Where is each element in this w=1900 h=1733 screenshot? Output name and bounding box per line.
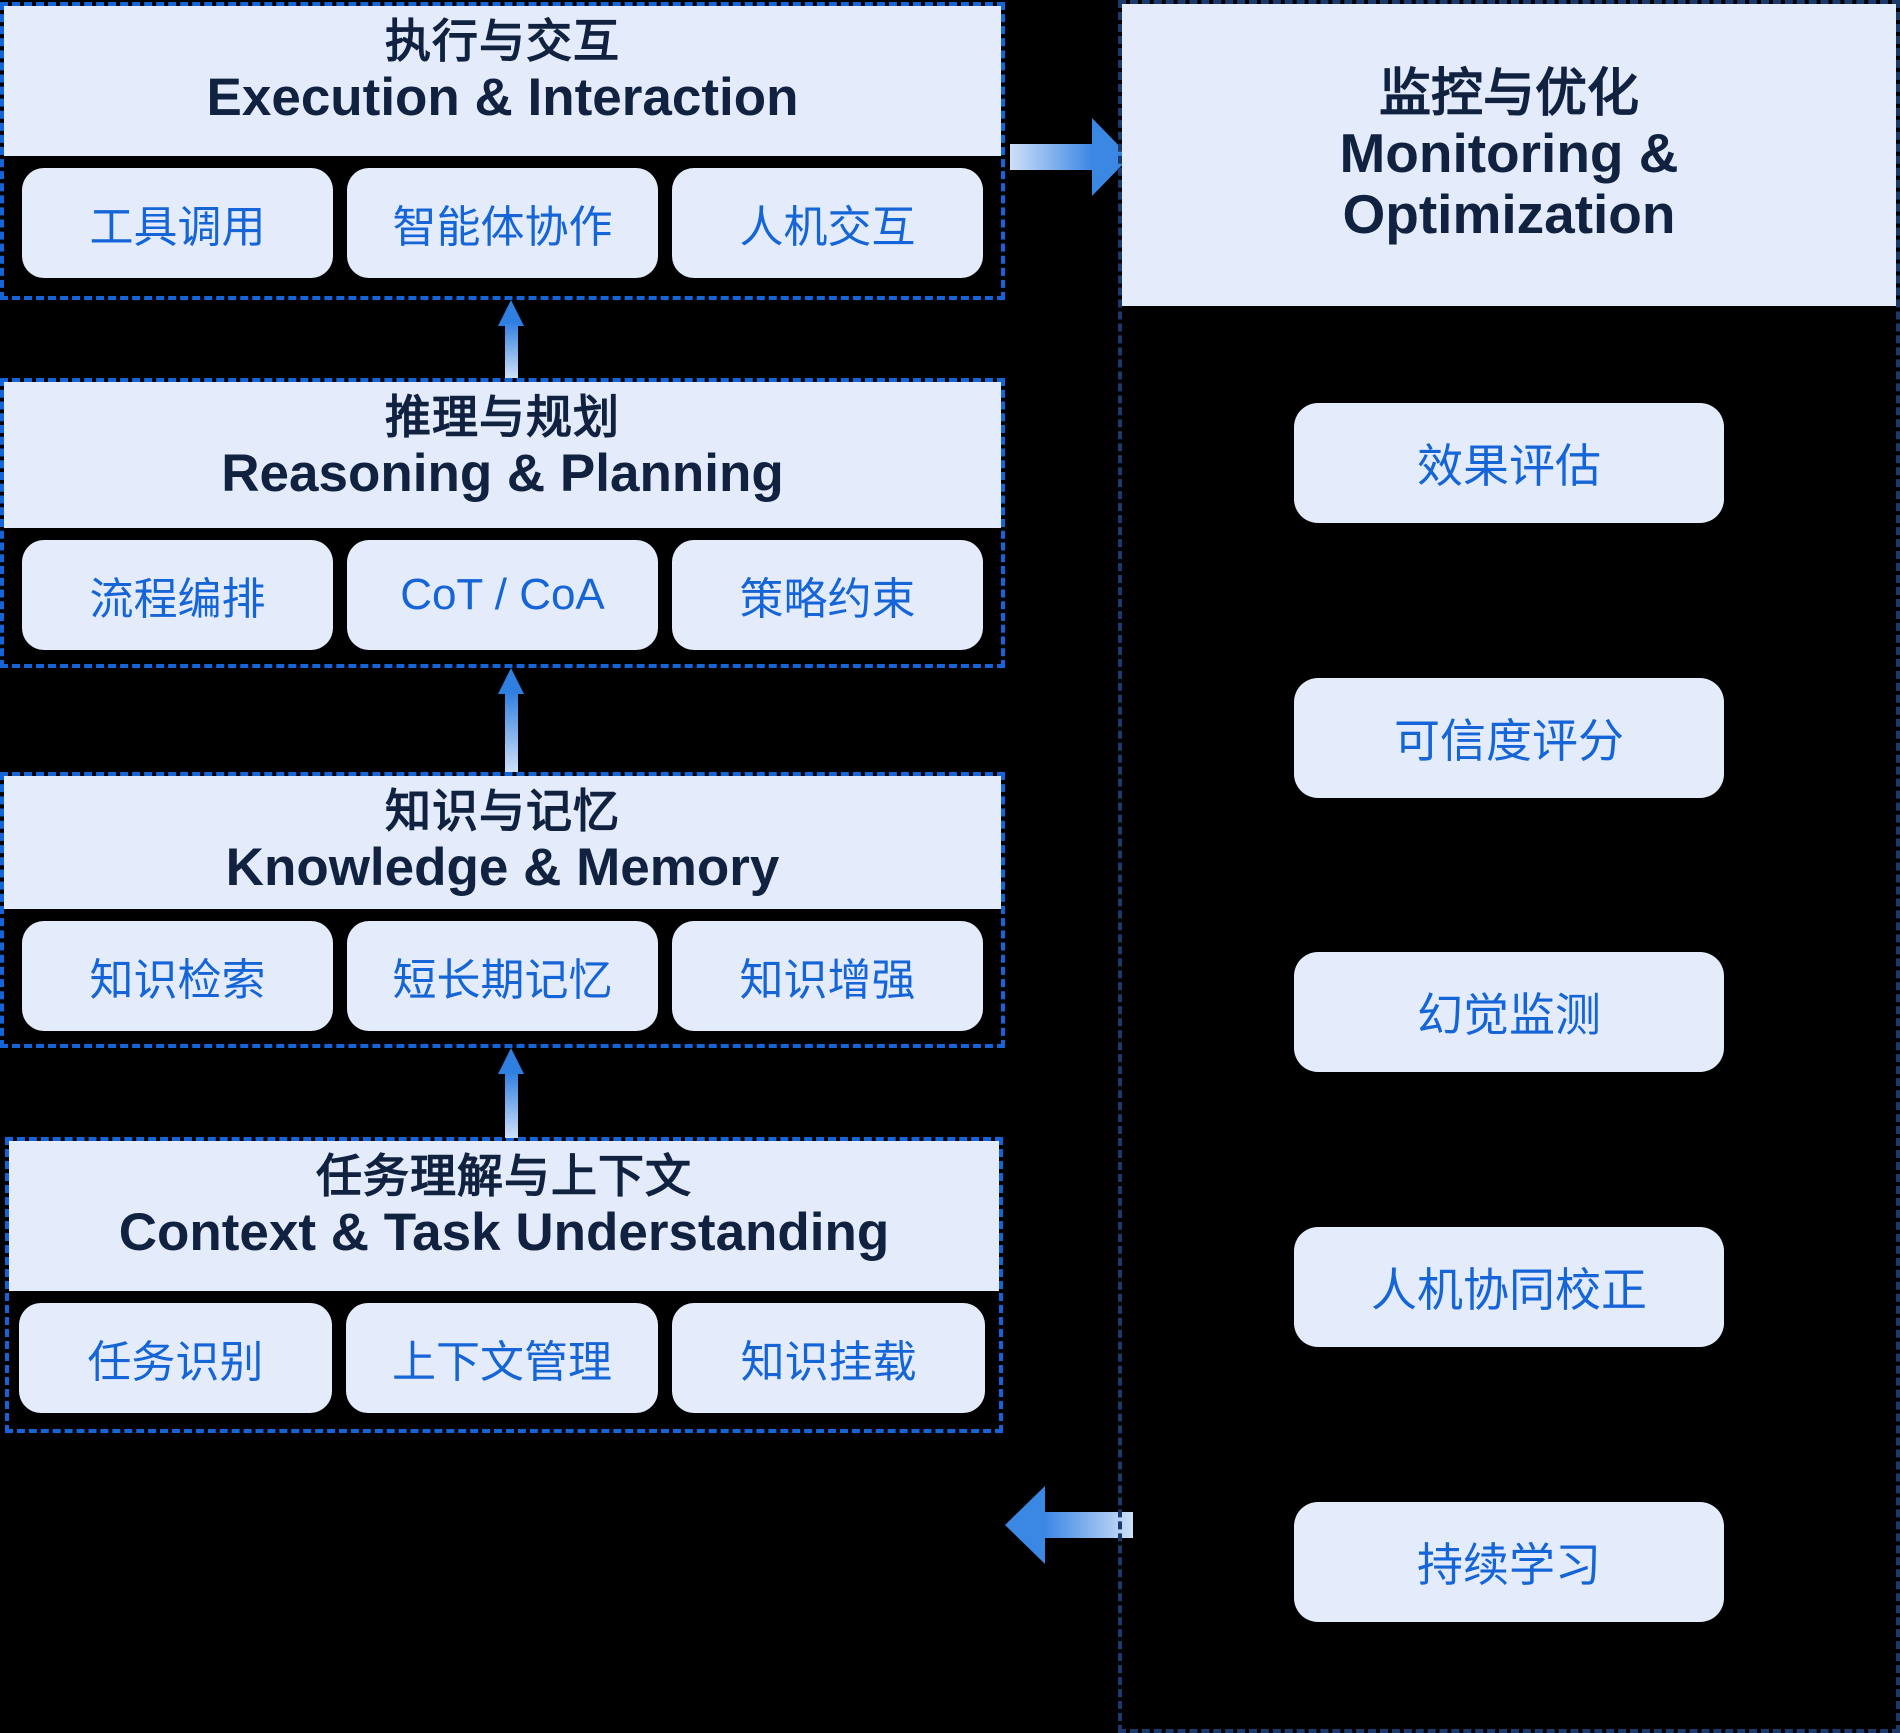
layer-knowledge-title-en: Knowledge & Memory (225, 837, 780, 897)
layer-execution-title-cn: 执行与交互 (385, 15, 620, 67)
arrow-head (498, 1048, 524, 1074)
pill-knowledge-augmentation[interactable]: 知识增强 (672, 920, 983, 1031)
layer-context-title-en: Context & Task Understanding (118, 1202, 890, 1262)
pill-context-management[interactable]: 上下文管理 (345, 1303, 659, 1413)
monitoring-panel-header: 监控与优化 Monitoring & Optimization (1122, 4, 1896, 306)
pill-knowledge-retrieval[interactable]: 知识检索 (22, 920, 333, 1031)
monitoring-item-human-machine-correction[interactable]: 人机协同校正 (1294, 1227, 1724, 1348)
layer-execution-title-en: Execution & Interaction (206, 67, 799, 127)
pill-process-orchestration[interactable]: 流程编排 (22, 540, 333, 650)
layer-reasoning-title-cn: 推理与规划 (385, 391, 620, 443)
pill-cot-coa[interactable]: CoT / CoA (347, 540, 658, 650)
pill-agent-collaboration[interactable]: 智能体协作 (347, 168, 658, 278)
layer-context-task-understanding: 任务理解与上下文 Context & Task Understanding 任务… (5, 1137, 1003, 1433)
layer-knowledge-title: 知识与记忆 Knowledge & Memory (4, 776, 1001, 909)
layer-execution-title: 执行与交互 Execution & Interaction (4, 6, 1001, 156)
monitoring-optimization-panel: 监控与优化 Monitoring & Optimization 效果评估 可信度… (1118, 0, 1900, 1733)
left-arrow-icon-monitoring-to-context (1005, 1486, 1133, 1564)
monitoring-item-hallucination-detection[interactable]: 幻觉监测 (1294, 952, 1724, 1073)
arrow-head (1005, 1486, 1045, 1564)
layer-reasoning-pills: 流程编排 CoT / CoA 策略约束 (4, 528, 1001, 664)
monitoring-items-list: 效果评估 可信度评分 幻觉监测 人机协同校正 持续学习 (1122, 306, 1896, 1729)
layer-reasoning-planning: 推理与规划 Reasoning & Planning 流程编排 CoT / Co… (0, 378, 1005, 668)
layer-knowledge-pills: 知识检索 短长期记忆 知识增强 (4, 909, 1001, 1045)
pill-human-machine-interaction[interactable]: 人机交互 (672, 168, 983, 278)
pill-tool-invocation[interactable]: 工具调用 (22, 168, 333, 278)
layer-context-title-cn: 任务理解与上下文 (316, 1150, 692, 1202)
monitoring-title-cn: 监控与优化 (1378, 64, 1639, 123)
arrow-shaft (1010, 144, 1092, 170)
pill-policy-constraints[interactable]: 策略约束 (672, 540, 983, 650)
right-arrow-icon-execution-to-monitoring (1010, 118, 1130, 196)
monitoring-item-continuous-learning[interactable]: 持续学习 (1294, 1501, 1724, 1622)
arrow-shaft (505, 322, 518, 378)
layer-context-title: 任务理解与上下文 Context & Task Understanding (9, 1141, 999, 1291)
pill-task-recognition[interactable]: 任务识别 (19, 1303, 332, 1413)
arrow-head (498, 668, 524, 694)
monitoring-title-en-line2: Optimization (1342, 182, 1676, 245)
layer-reasoning-title: 推理与规划 Reasoning & Planning (4, 382, 1001, 528)
layer-reasoning-title-en: Reasoning & Planning (221, 443, 784, 503)
capability-stack: 执行与交互 Execution & Interaction 工具调用 智能体协作… (0, 2, 1005, 1433)
layer-knowledge-memory: 知识与记忆 Knowledge & Memory 知识检索 短长期记忆 知识增强 (0, 772, 1005, 1048)
pill-knowledge-mounting[interactable]: 知识挂载 (672, 1303, 986, 1413)
monitoring-title-en-line1: Monitoring & (1339, 122, 1679, 185)
arrow-shaft (505, 1072, 518, 1138)
monitoring-item-effect-evaluation[interactable]: 效果评估 (1294, 403, 1724, 524)
layer-execution-pills: 工具调用 智能体协作 人机交互 (4, 156, 1001, 292)
layer-execution-interaction: 执行与交互 Execution & Interaction 工具调用 智能体协作… (0, 2, 1005, 300)
up-arrow-icon-context-to-knowledge (498, 1048, 524, 1138)
arrow-shaft (505, 692, 518, 772)
arrow-head (498, 300, 524, 326)
up-arrow-icon-knowledge-to-reasoning (498, 668, 524, 772)
up-arrow-icon-reasoning-to-execution (498, 300, 524, 378)
layer-context-pills: 任务识别 上下文管理 知识挂载 (9, 1291, 999, 1427)
layer-knowledge-title-cn: 知识与记忆 (385, 785, 620, 837)
pill-short-long-term-memory[interactable]: 短长期记忆 (347, 920, 658, 1031)
monitoring-item-credibility-scoring[interactable]: 可信度评分 (1294, 677, 1724, 798)
